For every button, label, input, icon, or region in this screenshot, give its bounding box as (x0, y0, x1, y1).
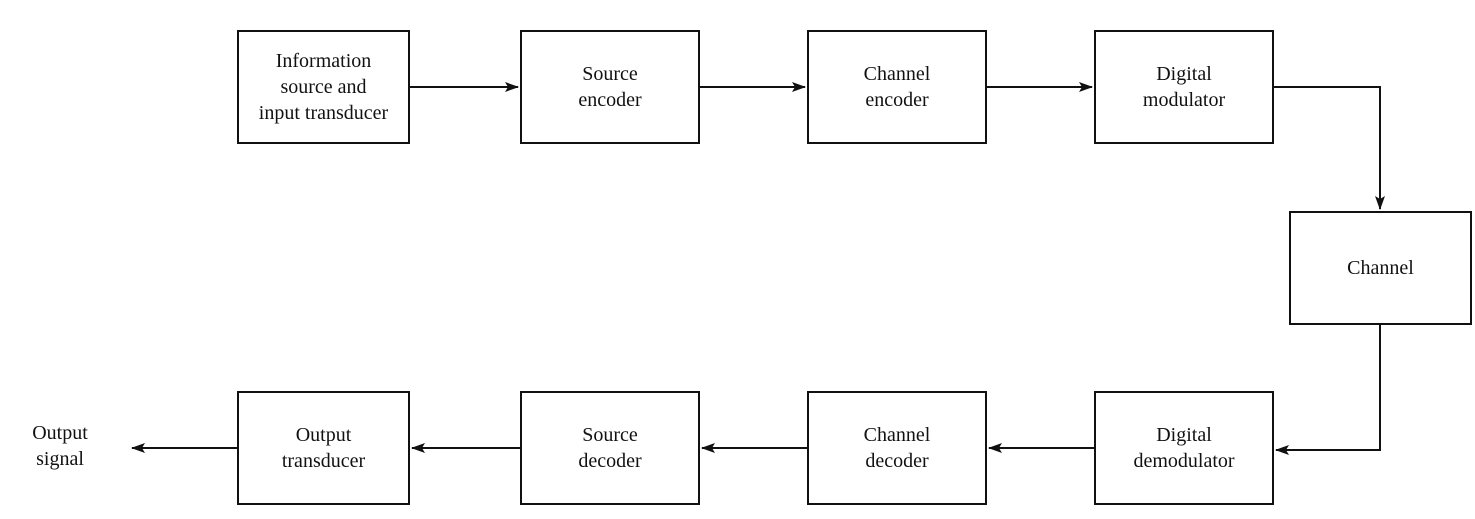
block-label-line: Digital (1156, 63, 1212, 85)
block-label-line: encoder (865, 89, 929, 111)
output-signal-label-line: Output (32, 422, 88, 444)
block-label-line: transducer (281, 450, 366, 472)
block-label-line: Output (295, 424, 352, 446)
information-source-block: Information source and input transducer (237, 30, 410, 144)
digital-modulator-block: Digital modulator (1094, 30, 1274, 144)
block-label-line: Digital (1156, 424, 1212, 446)
block-label-line: input transducer (258, 102, 389, 124)
channel-block: Channel (1289, 211, 1472, 325)
block-label-line: Channel (1347, 257, 1414, 279)
block-label-line: decoder (865, 450, 929, 472)
block-label-line: encoder (578, 89, 642, 111)
block-label-line: Channel (863, 63, 931, 85)
block-label-line: modulator (1142, 89, 1226, 111)
digital-demodulator-block: Digital demodulator (1094, 391, 1274, 505)
block-label-line: Source (582, 424, 638, 446)
output-transducer-block: Output transducer (237, 391, 410, 505)
block-label-line: Source (582, 63, 638, 85)
channel-decoder-block: Channel decoder (807, 391, 987, 505)
arrow-channel-to-demodulator (1275, 325, 1381, 455)
output-signal-label: Output signal (14, 420, 106, 472)
arrow-modulator-to-channel (1274, 86, 1385, 210)
block-label-line: demodulator (1133, 450, 1235, 472)
block-label-line: Channel (863, 424, 931, 446)
block-label-line: decoder (578, 450, 642, 472)
channel-encoder-block: Channel encoder (807, 30, 987, 144)
source-decoder-block: Source decoder (520, 391, 700, 505)
source-encoder-block: Source encoder (520, 30, 700, 144)
output-signal-label-line: signal (36, 448, 84, 470)
block-label-line: source and (280, 76, 367, 98)
block-label-line: Information (275, 50, 372, 72)
